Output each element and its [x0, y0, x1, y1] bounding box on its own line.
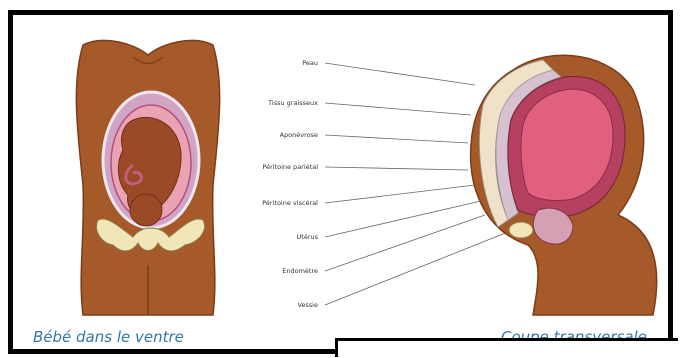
- bottom-frame-overlay: [335, 338, 678, 357]
- label-vessie: Vessie: [208, 301, 318, 309]
- label-tissu-graisseux: Tissu graisseux: [208, 99, 318, 107]
- torso-front-view: [76, 40, 219, 315]
- caption-baby-in-womb: Bébé dans le ventre: [33, 328, 184, 346]
- cross-section-view: [471, 55, 657, 315]
- label-aponevrose: Aponévrose: [208, 131, 318, 139]
- label-uterus: Utérus: [208, 233, 318, 241]
- illustration: [13, 15, 673, 354]
- bladder: [509, 222, 533, 238]
- baby-head: [130, 194, 162, 226]
- figure-frame: Peau Tissu graisseux Aponévrose Péritoin…: [8, 10, 673, 354]
- label-peritoine-visceral: Péritoine viscéral: [208, 199, 318, 207]
- label-endometre: Endomètre: [208, 267, 318, 275]
- label-peau: Peau: [208, 59, 318, 67]
- label-peritoine-parietal: Péritoine pariétal: [208, 163, 318, 171]
